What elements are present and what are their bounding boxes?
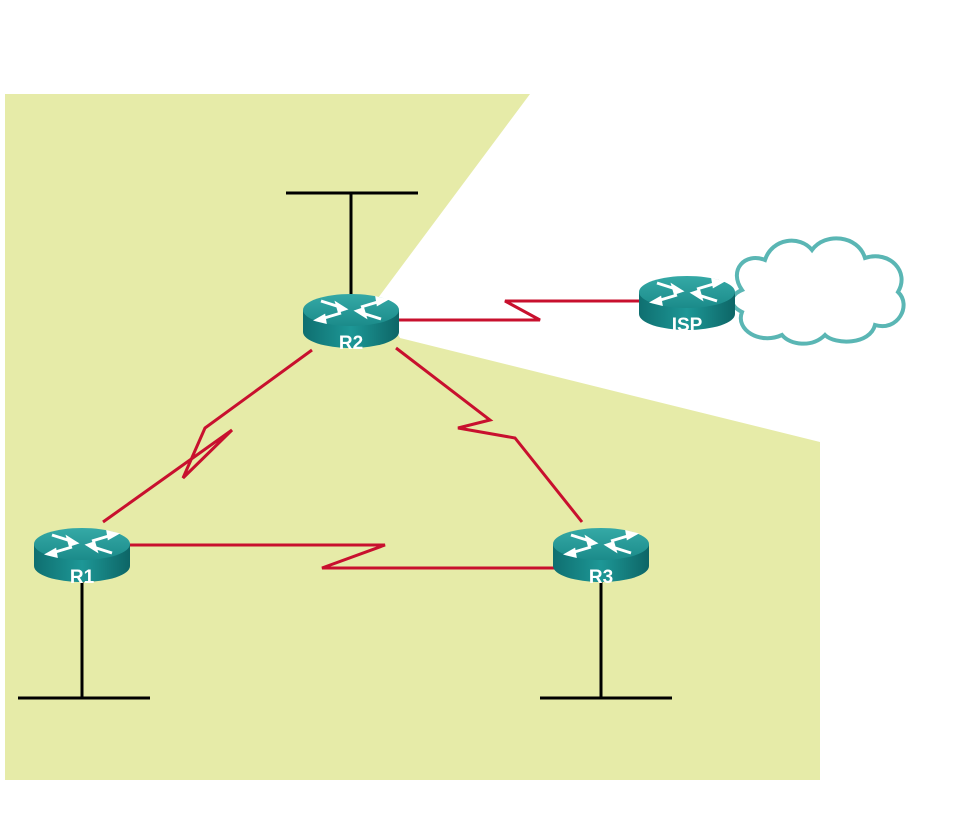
- router-r3[interactable]: R3: [551, 526, 651, 588]
- link-r2-r3: [395, 346, 584, 523]
- ethernet-lans: [18, 191, 672, 700]
- router-r1[interactable]: R1: [32, 526, 132, 588]
- r1-lan: [18, 580, 150, 700]
- link-r2-isp: [396, 299, 642, 322]
- router-r2[interactable]: R2: [301, 292, 401, 354]
- serial-links: [102, 299, 642, 570]
- router-label: R2: [339, 333, 363, 354]
- router-label: R1: [70, 567, 95, 588]
- r3-lan: [540, 580, 672, 700]
- router-isp[interactable]: ISP: [637, 274, 737, 336]
- link-r1-r2: [102, 348, 313, 524]
- link-r1-r3: [128, 543, 555, 570]
- router-label: R3: [589, 567, 613, 588]
- router-label: ISP: [672, 315, 703, 336]
- routing-domain-area: [5, 94, 820, 780]
- r2-lan: [286, 191, 418, 300]
- cloud-icon: [730, 236, 906, 346]
